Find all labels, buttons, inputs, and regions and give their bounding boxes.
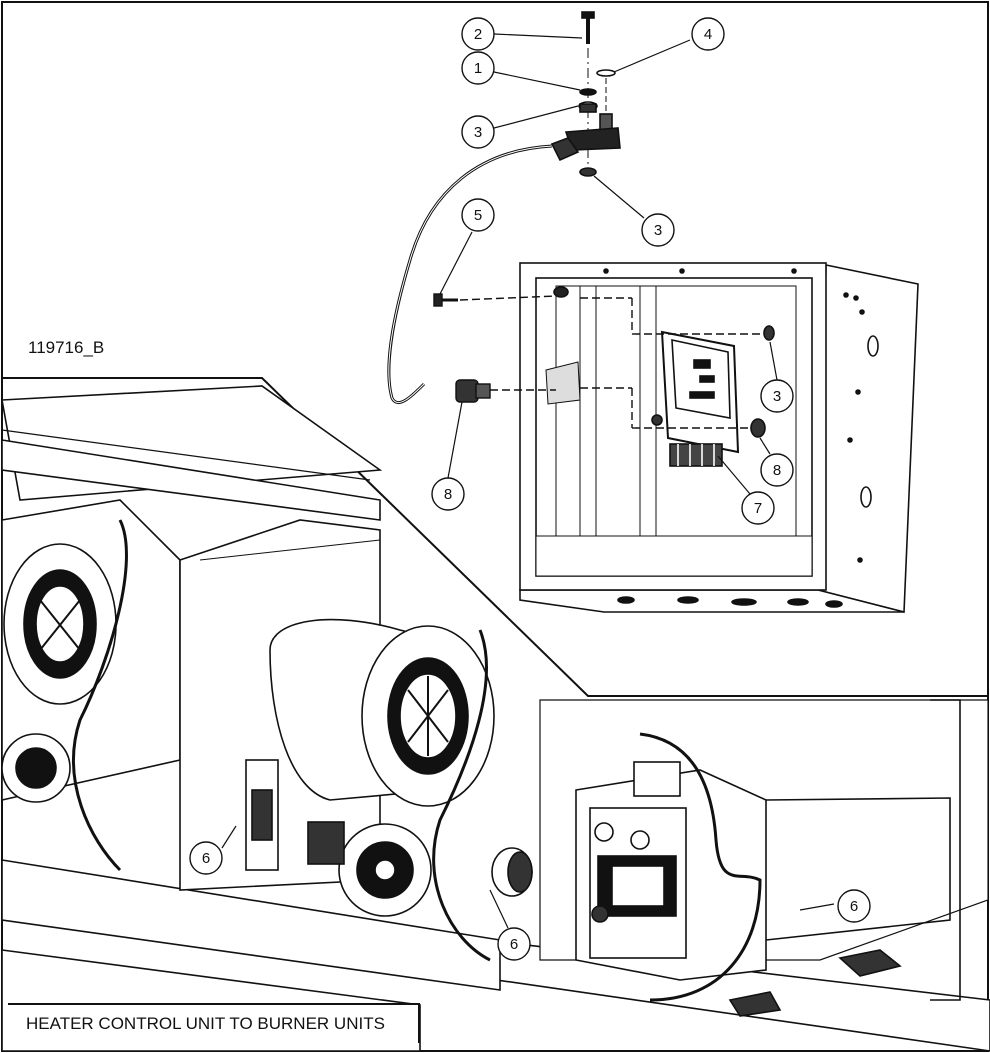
- callout-3-upper: 3: [461, 115, 495, 149]
- callout-3-lower: 3: [641, 213, 675, 247]
- callout-3-lower-label: 3: [654, 222, 662, 239]
- callout-6-center: 6: [497, 927, 531, 961]
- callout-6-right-label: 6: [850, 898, 858, 915]
- callout-5: 5: [461, 198, 495, 232]
- fasteners: [433, 293, 764, 429]
- callout-2: 2: [461, 17, 495, 51]
- callout-6-left-label: 6: [202, 850, 210, 867]
- control-enclosure: [519, 262, 919, 614]
- callout-1-label: 1: [474, 60, 482, 77]
- sensor-assembly: [387, 11, 621, 405]
- callout-2-label: 2: [474, 26, 482, 43]
- callout-4-label: 4: [704, 26, 712, 43]
- drawing-caption: HEATER CONTROL UNIT TO BURNER UNITS: [8, 1003, 420, 1043]
- callout-1: 1: [461, 51, 495, 85]
- callout-8-right-label: 8: [773, 462, 781, 479]
- callout-8-left: 8: [431, 477, 465, 511]
- callout-8-left-label: 8: [444, 486, 452, 503]
- callout-7: 7: [741, 491, 775, 525]
- callout-5-label: 5: [474, 207, 482, 224]
- callout-4: 4: [691, 17, 725, 51]
- callout-7-label: 7: [754, 500, 762, 517]
- callout-6-left: 6: [189, 841, 223, 875]
- burner-units-view: [1, 377, 990, 1052]
- callout-3-enclosure: 3: [760, 379, 794, 413]
- drawing-reference-id: 119716_B: [28, 338, 105, 357]
- callout-8-right: 8: [760, 453, 794, 487]
- callout-3-upper-label: 3: [474, 124, 482, 141]
- callout-6-center-label: 6: [510, 936, 518, 953]
- callout-3-enclosure-label: 3: [773, 388, 781, 405]
- leader-lines: [221, 33, 835, 929]
- drawing-caption-text: HEATER CONTROL UNIT TO BURNER UNITS: [26, 1014, 385, 1033]
- callout-6-right: 6: [837, 889, 871, 923]
